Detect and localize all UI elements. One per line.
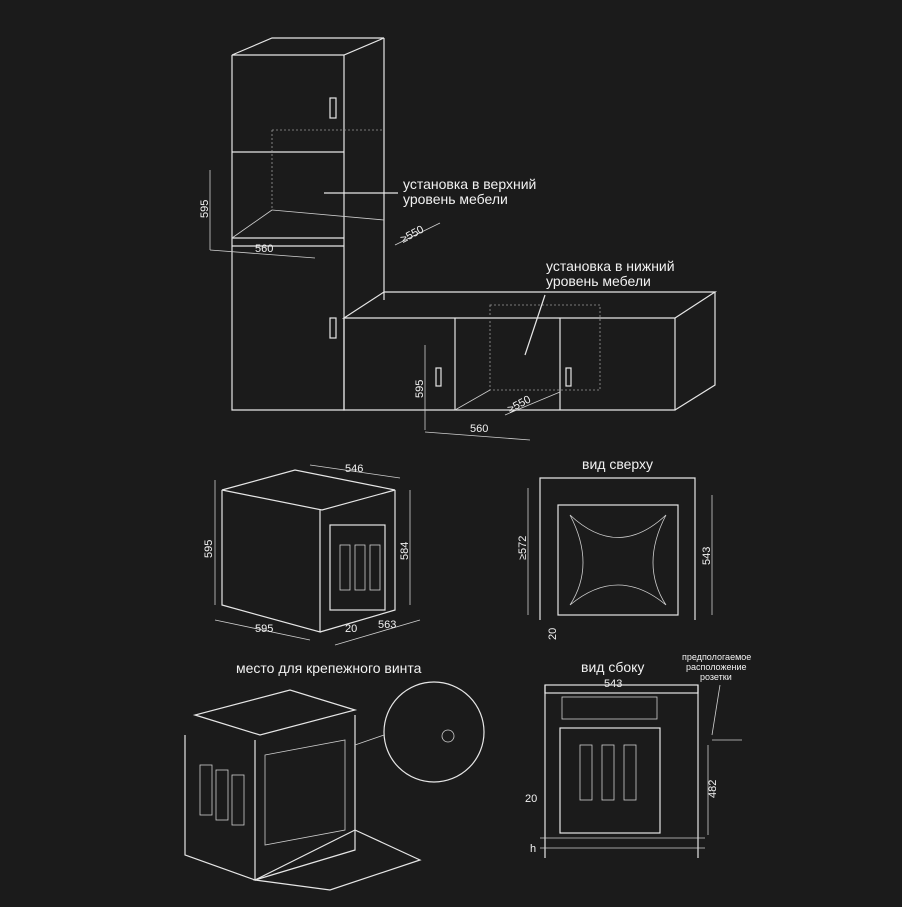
side-view: вид сбоку 543 предпологаемое расположени… xyxy=(525,652,751,858)
lower-dim-width: 560 xyxy=(470,423,488,435)
top-view-title: вид сверху xyxy=(582,456,653,472)
oven-dim-height-inner: 584 xyxy=(399,542,411,560)
oven-dim-height-outer: 595 xyxy=(203,540,215,558)
top-view-offset: 20 xyxy=(547,628,559,640)
top-view-inner: 543 xyxy=(701,547,713,565)
lower-dim-depth: ≥550 xyxy=(506,394,533,416)
side-view-height: 482 xyxy=(707,780,719,798)
lower-dim-height: 595 xyxy=(414,380,426,398)
oven-screw-view: место для крепежного винта xyxy=(184,660,485,891)
side-view-title: вид сбоку xyxy=(581,659,644,675)
upper-dim-height: 595 xyxy=(199,200,211,218)
side-view-width: 543 xyxy=(604,678,622,690)
oven-dim-width: 546 xyxy=(345,463,363,475)
upper-install-label: установка в верхний xyxy=(403,176,536,192)
tall-cabinet xyxy=(231,37,385,411)
socket-label-2: расположение xyxy=(686,662,746,672)
side-view-offset: 20 xyxy=(525,793,537,805)
base-cabinet: 595 560 ≥550 xyxy=(341,291,718,441)
top-view: вид сверху ≥572 543 20 xyxy=(517,456,713,640)
upper-dim-depth: ≥550 xyxy=(399,224,426,246)
side-view-gap: h xyxy=(530,843,536,855)
socket-label-3: розетки xyxy=(700,672,732,682)
oven-dim-depth: 563 xyxy=(378,619,396,631)
upper-install-label-2: уровень мебели xyxy=(403,191,508,207)
oven-dim-front-width: 595 xyxy=(255,623,273,635)
top-view-depth-min: ≥572 xyxy=(517,536,529,560)
oven-isometric: 546 595 584 595 20 563 xyxy=(203,463,421,646)
screw-title: место для крепежного винта xyxy=(236,660,422,676)
oven-dim-door: 20 xyxy=(345,623,357,635)
lower-install-label: установка в нижний xyxy=(546,258,675,274)
socket-label-1: предпологаемое xyxy=(682,652,751,662)
upper-dim-width: 560 xyxy=(255,243,273,255)
lower-install-label-2: уровень мебели xyxy=(546,273,651,289)
